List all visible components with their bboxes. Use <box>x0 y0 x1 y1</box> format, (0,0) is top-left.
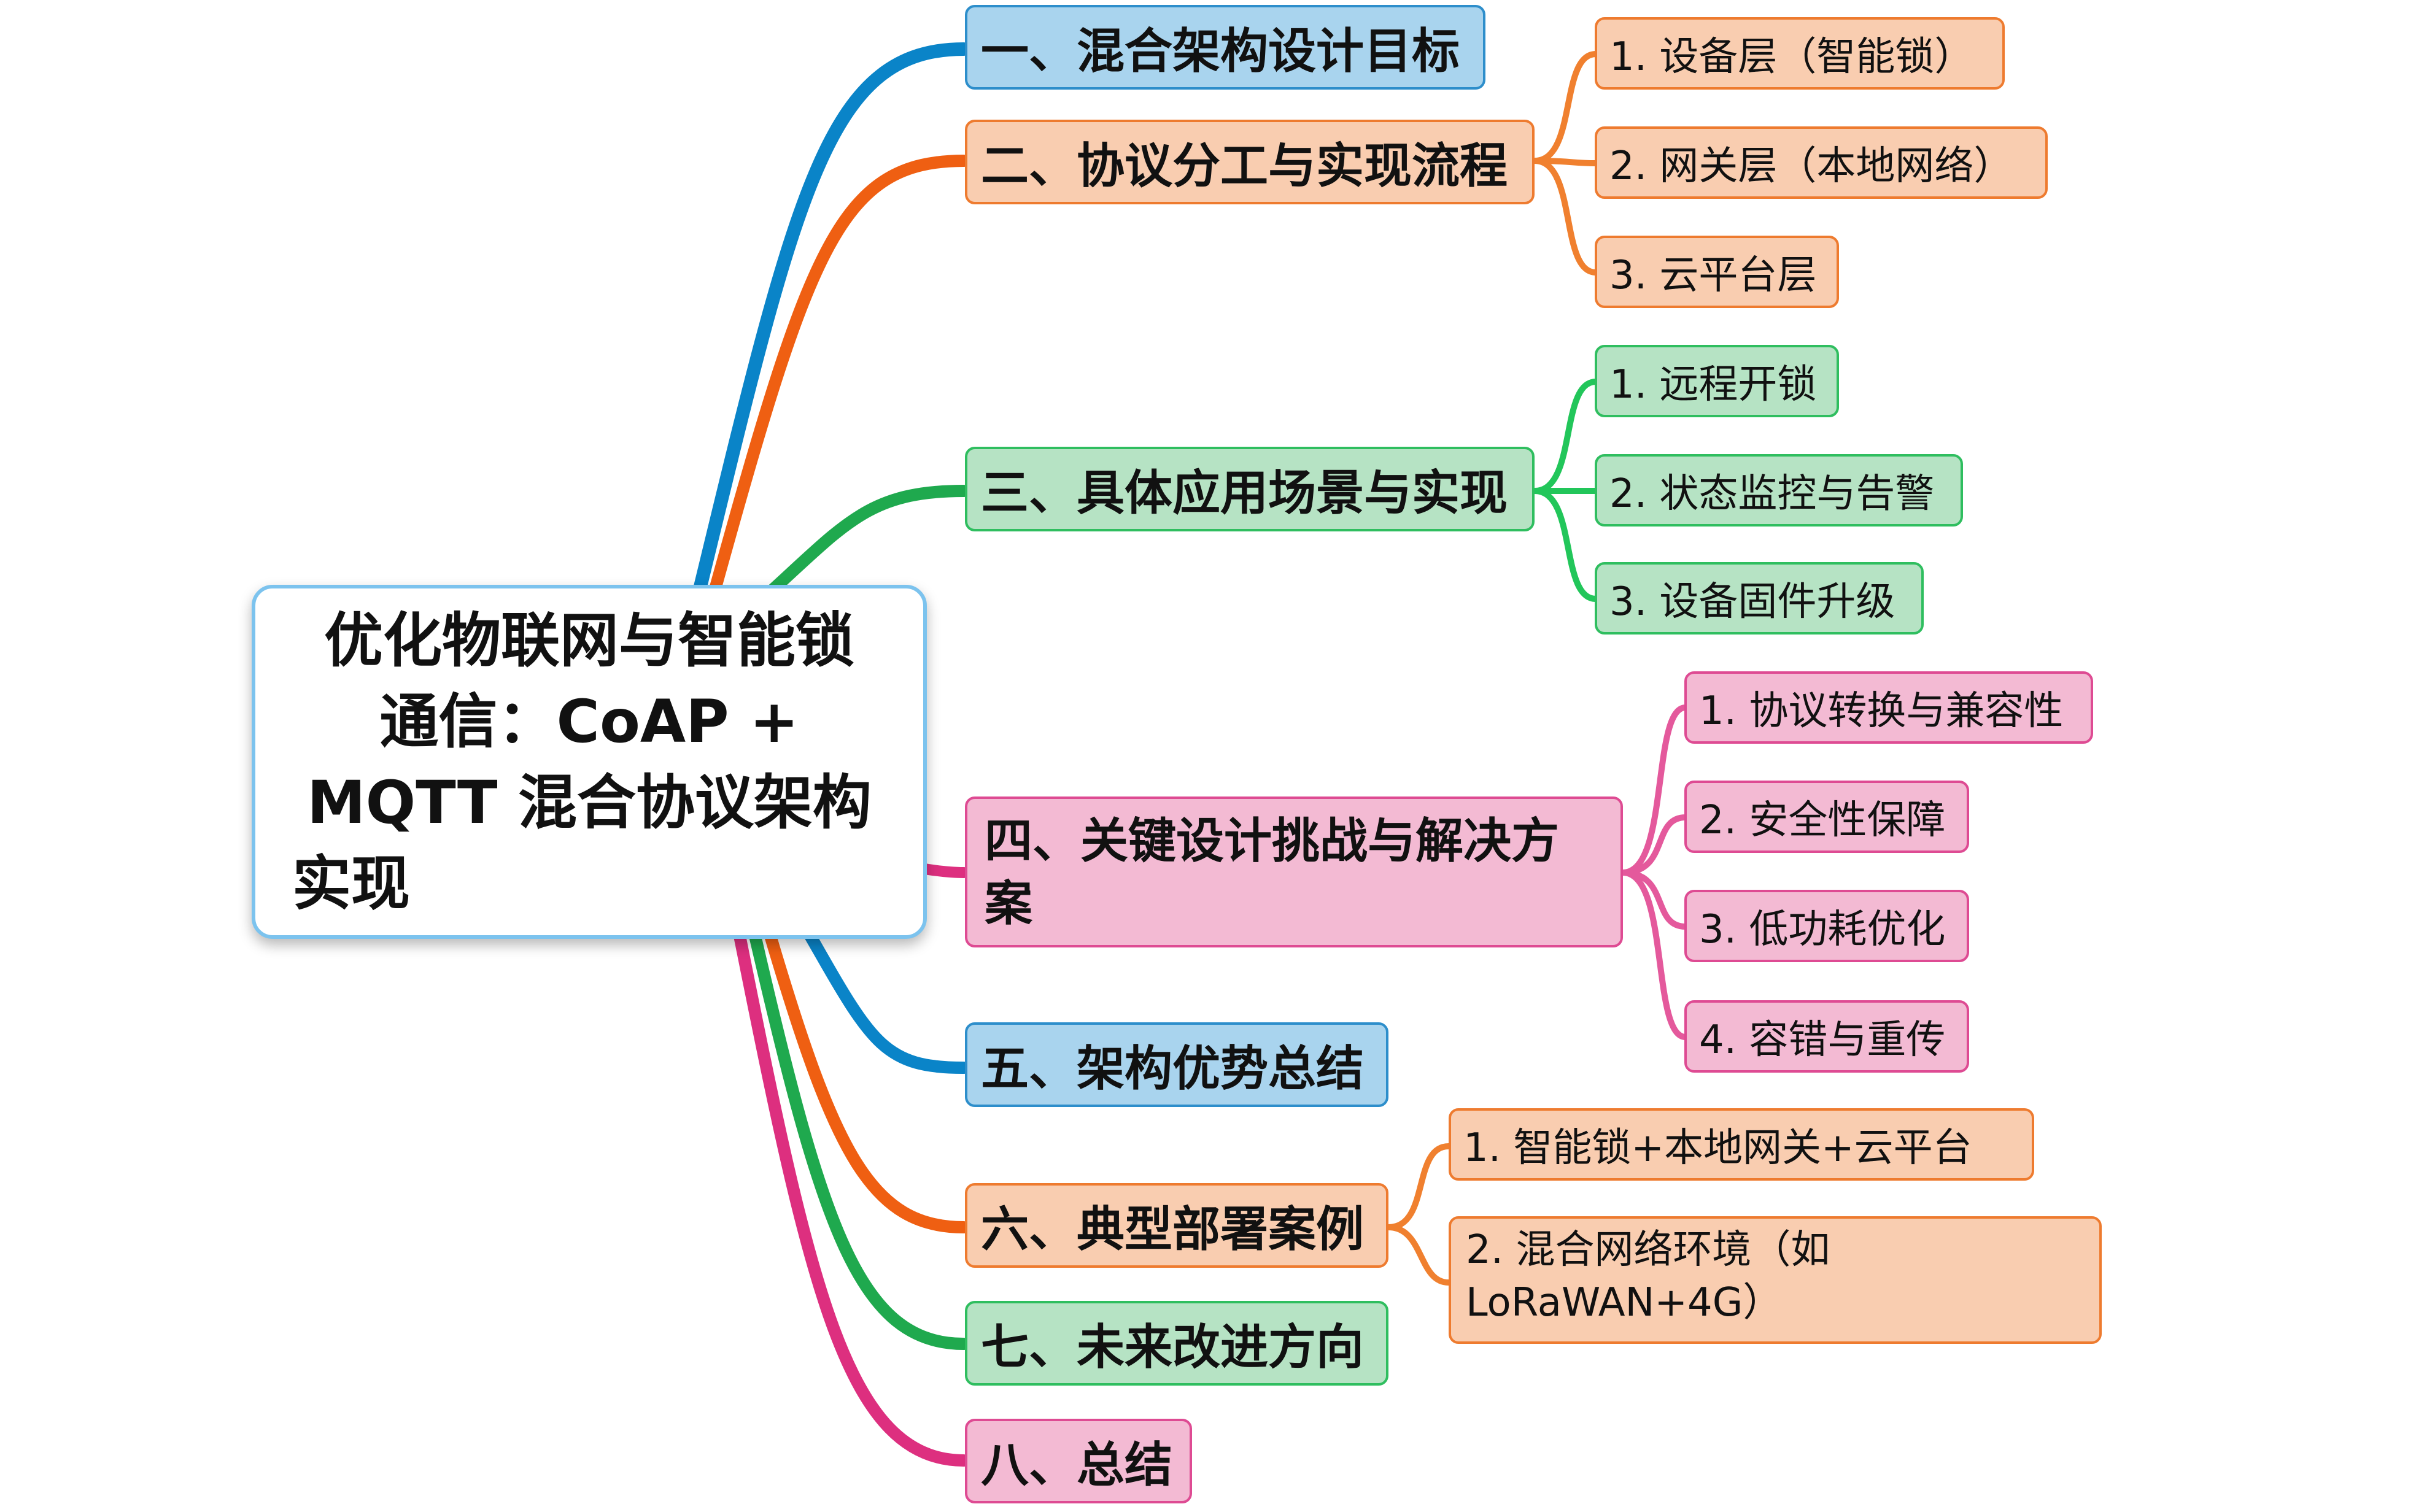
link-branch-4-leaf-4 <box>1620 870 1689 1040</box>
branch-2[interactable]: 二、协议分工与实现流程 <box>965 120 1535 204</box>
branch-6-leaf-2[interactable]: 2. 混合网络环境（如LoRaWAN+4G） <box>1449 1216 2102 1344</box>
branch-4-leaf-3[interactable]: 3. 低功耗优化 <box>1684 890 1969 962</box>
root-topic[interactable]: 优化物联网与智能锁 通信：CoAP + MQTT 混合协议架构 实现 <box>252 585 927 939</box>
branch-3-leaf-3[interactable]: 3. 设备固件升级 <box>1595 562 1924 634</box>
branch-4[interactable]: 四、关键设计挑战与解决方案 <box>965 796 1623 947</box>
link-branch-6-leaf-2 <box>1385 1224 1452 1286</box>
branch-1[interactable]: 一、混合架构设计目标 <box>965 5 1485 90</box>
link-root-branch-3 <box>767 485 970 595</box>
branch-5[interactable]: 五、架构优势总结 <box>965 1022 1388 1107</box>
link-branch-3-leaf-3 <box>1531 488 1599 602</box>
link-branch-4-leaf-2 <box>1620 814 1689 876</box>
link-root-branch-1 <box>693 42 970 596</box>
root-title-line-4: 实现 <box>292 849 410 918</box>
link-branch-3-leaf-1 <box>1531 379 1599 494</box>
link-branch-4-leaf-3 <box>1620 870 1689 930</box>
link-branch-2-leaf-3 <box>1531 158 1599 276</box>
branch-2-leaf-2[interactable]: 2. 网关层（本地网络） <box>1595 126 2048 199</box>
link-root-branch-5 <box>804 930 970 1074</box>
link-root-branch-7 <box>749 930 970 1350</box>
link-root-branch-2 <box>709 155 970 595</box>
branch-4-leaf-1[interactable]: 1. 协议转换与兼容性 <box>1684 671 2093 744</box>
branch-2-leaf-3[interactable]: 3. 云平台层 <box>1595 236 1839 308</box>
root-title-line-2: 通信：CoAP + <box>379 687 799 756</box>
link-branch-6-leaf-1 <box>1385 1143 1452 1230</box>
branch-8[interactable]: 八、总结 <box>965 1419 1192 1503</box>
link-root-branch-4 <box>915 863 969 878</box>
branch-2-leaf-1[interactable]: 1. 设备层（智能锁） <box>1595 17 2005 90</box>
root-title-line-3: MQTT 混合协议架构 <box>307 768 872 837</box>
branch-3-leaf-1[interactable]: 1. 远程开锁 <box>1595 345 1839 417</box>
branch-7[interactable]: 七、未来改进方向 <box>965 1301 1388 1386</box>
branch-3[interactable]: 三、具体应用场景与实现 <box>965 447 1535 531</box>
link-branch-4-leaf-1 <box>1620 704 1689 876</box>
link-branch-2-leaf-1 <box>1531 51 1599 164</box>
root-title-line-1: 优化物联网与智能锁 <box>324 606 854 675</box>
branch-6[interactable]: 六、典型部署案例 <box>965 1183 1388 1268</box>
branch-6-leaf-1[interactable]: 1. 智能锁+本地网关+云平台 <box>1449 1108 2034 1181</box>
link-root-branch-8 <box>734 930 970 1467</box>
branch-4-leaf-4[interactable]: 4. 容错与重传 <box>1684 1000 1969 1073</box>
branch-4-leaf-2[interactable]: 2. 安全性保障 <box>1684 781 1969 853</box>
branch-3-leaf-2[interactable]: 2. 状态监控与告警 <box>1595 454 1963 526</box>
link-root-branch-6 <box>764 930 970 1233</box>
